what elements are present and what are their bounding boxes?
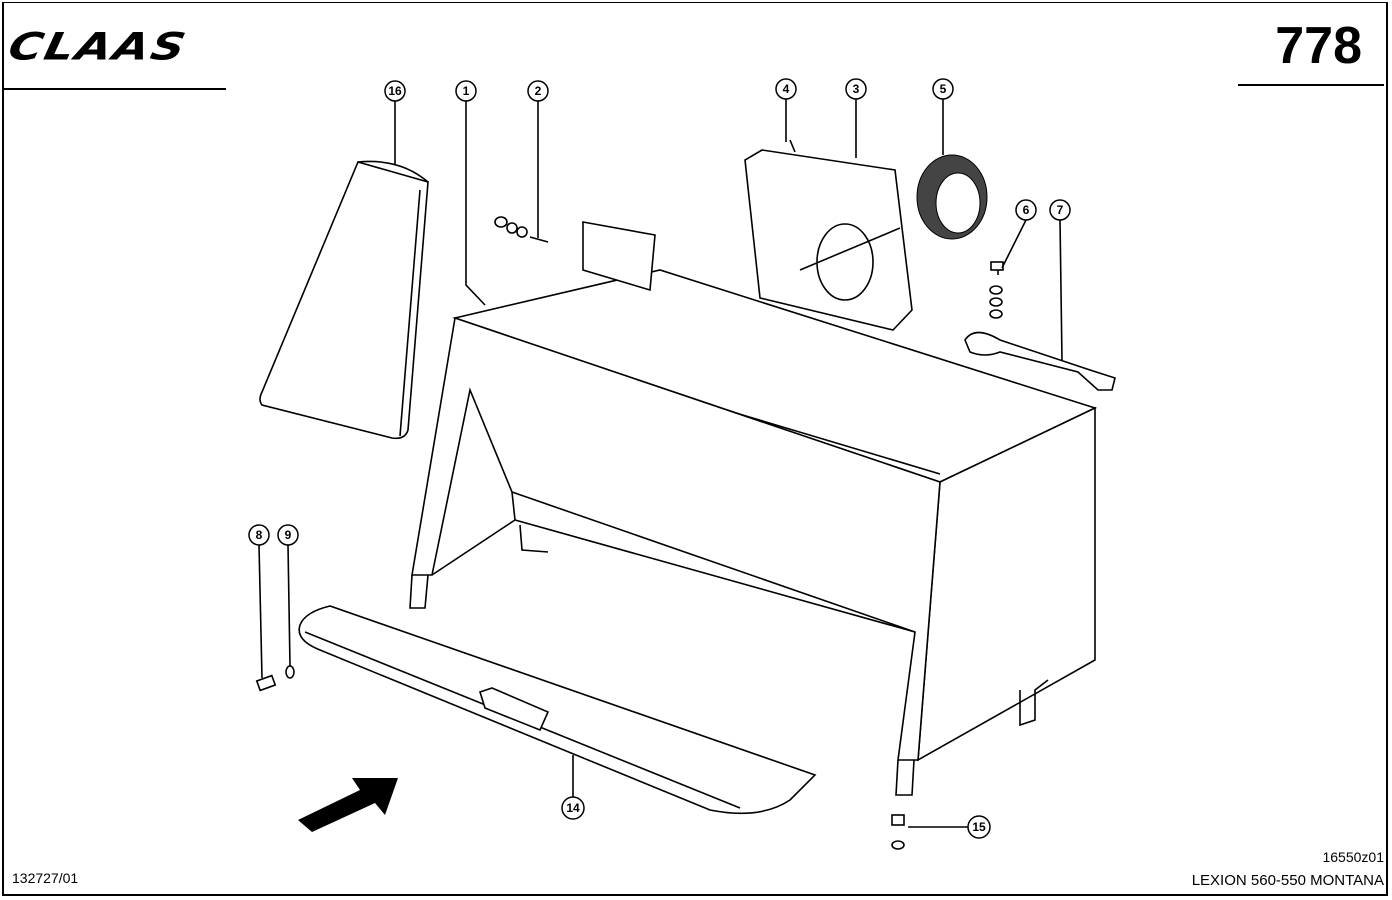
housing-part-1 <box>409 221 1098 796</box>
callout-16: 16 <box>384 80 406 102</box>
side-panel-part-16 <box>259 160 429 440</box>
fasteners <box>255 665 905 850</box>
handle-part-7 <box>964 261 1116 391</box>
callout-14: 14 <box>561 796 585 820</box>
callout-8: 8 <box>248 524 270 546</box>
svg-text:3: 3 <box>853 82 860 96</box>
callout-7: 7 <box>1049 199 1071 221</box>
svg-text:7: 7 <box>1057 203 1064 217</box>
seal-ring-part-5 <box>916 154 988 240</box>
callout-15: 15 <box>967 815 991 839</box>
callout-5: 5 <box>932 78 954 100</box>
cover-plate-part-3 <box>744 139 913 331</box>
svg-text:8: 8 <box>256 528 263 542</box>
callout-1: 1 <box>455 80 477 102</box>
svg-text:5: 5 <box>940 82 947 96</box>
svg-text:16: 16 <box>388 84 402 98</box>
callout-6: 6 <box>1015 199 1037 221</box>
svg-text:6: 6 <box>1023 203 1030 217</box>
drawing-number: 16550z01 <box>1322 849 1384 865</box>
bolt-part-2 <box>494 216 549 243</box>
svg-text:4: 4 <box>783 82 790 96</box>
callout-4: 4 <box>775 78 797 100</box>
svg-text:9: 9 <box>285 528 292 542</box>
leader-lines <box>258 99 1063 828</box>
callout-9: 9 <box>277 524 299 546</box>
model-name: LEXION 560-550 MONTANA <box>1191 872 1384 889</box>
svg-text:2: 2 <box>535 84 542 98</box>
front-cover-part-14 <box>298 605 817 815</box>
divider <box>4 88 226 90</box>
document-number: 132727/01 <box>12 870 79 886</box>
divider <box>1238 84 1384 86</box>
svg-text:14: 14 <box>566 801 580 815</box>
callout-2: 2 <box>527 80 549 102</box>
page-number: 778 <box>1275 17 1362 75</box>
svg-text:15: 15 <box>972 820 986 834</box>
callout-3: 3 <box>845 78 867 100</box>
svg-text:1: 1 <box>463 84 470 98</box>
direction-arrow-icon <box>298 778 398 832</box>
